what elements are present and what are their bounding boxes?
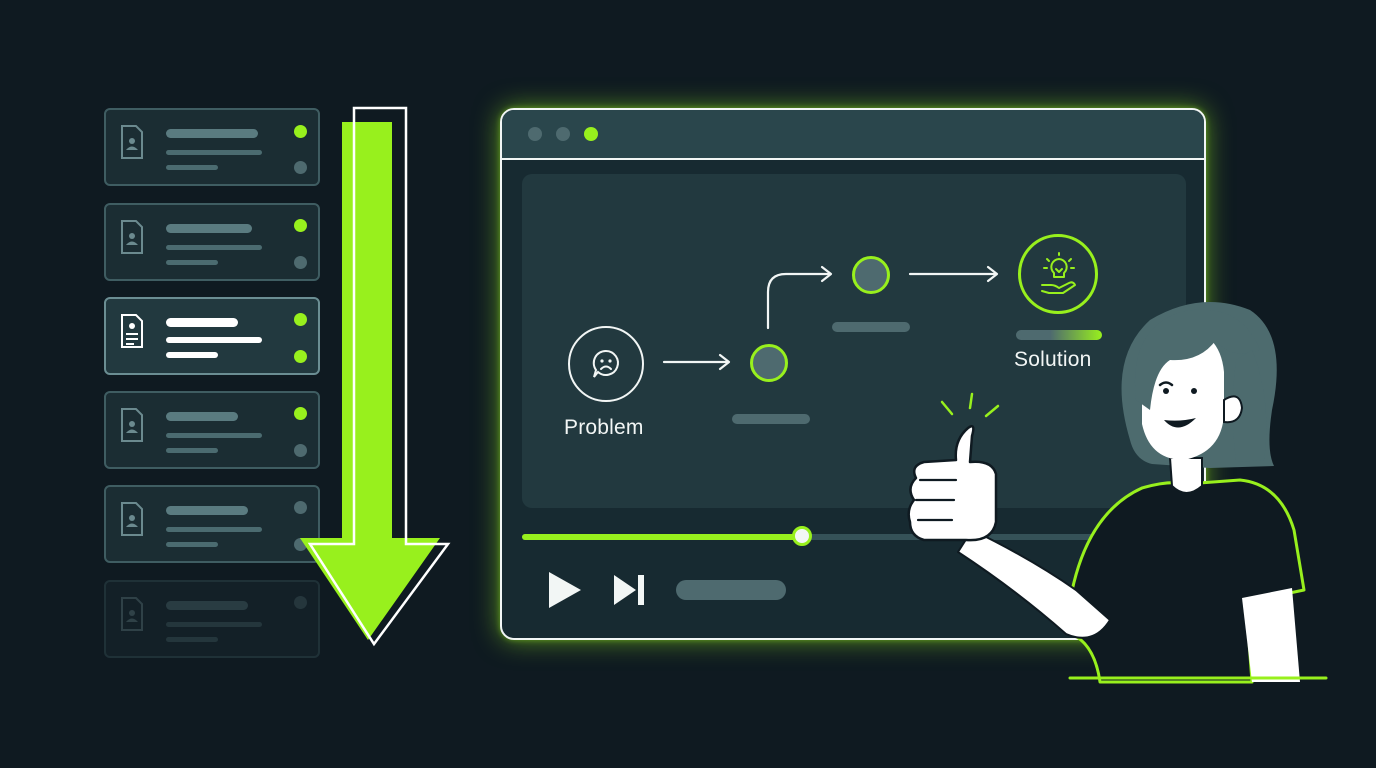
video-player-window: Problem Solution bbox=[500, 108, 1206, 640]
thumbs-up-person-illustration bbox=[907, 302, 1328, 684]
document-icon bbox=[121, 314, 143, 348]
skip-next-icon[interactable] bbox=[612, 573, 646, 607]
solution-node[interactable] bbox=[1018, 234, 1098, 314]
document-line-placeholder bbox=[166, 260, 218, 265]
document-icon bbox=[121, 597, 143, 631]
status-dot bbox=[294, 219, 307, 232]
document-card[interactable] bbox=[104, 203, 320, 281]
document-title-placeholder bbox=[166, 224, 252, 233]
time-label-placeholder bbox=[676, 580, 786, 600]
window-dot[interactable] bbox=[584, 127, 598, 141]
progress-handle[interactable] bbox=[791, 526, 812, 546]
document-card[interactable] bbox=[104, 108, 320, 186]
step-label-placeholder bbox=[832, 322, 910, 332]
status-dot bbox=[294, 407, 307, 420]
document-line-placeholder bbox=[166, 245, 262, 250]
document-title-placeholder bbox=[166, 412, 238, 421]
solution-progress-placeholder bbox=[1016, 330, 1102, 340]
status-dot bbox=[294, 313, 307, 326]
document-card[interactable] bbox=[104, 485, 320, 563]
window-dot[interactable] bbox=[528, 127, 542, 141]
status-dot bbox=[294, 444, 307, 457]
status-dot bbox=[294, 501, 307, 514]
document-icon bbox=[121, 125, 143, 159]
document-icon bbox=[121, 220, 143, 254]
document-card[interactable] bbox=[104, 391, 320, 469]
sad-face-icon bbox=[592, 349, 619, 378]
document-line-placeholder bbox=[166, 433, 262, 438]
document-card-faded bbox=[104, 580, 320, 658]
document-line-placeholder bbox=[166, 527, 262, 532]
play-icon[interactable] bbox=[546, 570, 584, 610]
document-line-placeholder bbox=[166, 352, 218, 358]
step-label-placeholder bbox=[732, 414, 810, 424]
document-line-placeholder bbox=[166, 165, 218, 170]
status-dot bbox=[294, 256, 307, 269]
status-dot bbox=[294, 596, 307, 609]
status-dot bbox=[294, 350, 307, 363]
document-title-placeholder bbox=[166, 506, 248, 515]
video-canvas[interactable]: Problem Solution bbox=[522, 174, 1186, 508]
window-titlebar bbox=[502, 110, 1204, 160]
step-node[interactable] bbox=[852, 256, 890, 294]
step-node[interactable] bbox=[750, 344, 788, 382]
document-line-placeholder bbox=[166, 622, 262, 627]
document-card-selected[interactable] bbox=[104, 297, 320, 375]
document-title-placeholder bbox=[166, 318, 238, 327]
document-line-placeholder bbox=[166, 542, 218, 547]
status-dot bbox=[294, 161, 307, 174]
problem-node[interactable] bbox=[568, 326, 644, 402]
document-line-placeholder bbox=[166, 150, 262, 155]
document-line-placeholder bbox=[166, 448, 218, 453]
document-icon bbox=[121, 502, 143, 536]
problem-label: Problem bbox=[564, 416, 644, 439]
document-title-placeholder bbox=[166, 129, 258, 138]
lightbulb-hand-icon bbox=[1041, 252, 1076, 294]
window-dot[interactable] bbox=[556, 127, 570, 141]
flow-arrows bbox=[662, 265, 999, 371]
document-title-placeholder bbox=[166, 601, 248, 610]
solution-label: Solution bbox=[1014, 348, 1092, 371]
progress-bar[interactable] bbox=[522, 526, 1188, 546]
down-arrow-icon bbox=[300, 106, 451, 647]
status-dot bbox=[294, 125, 307, 138]
document-line-placeholder bbox=[166, 637, 218, 642]
progress-fill bbox=[522, 534, 802, 540]
document-icon bbox=[121, 408, 143, 442]
document-line-placeholder bbox=[166, 337, 262, 343]
